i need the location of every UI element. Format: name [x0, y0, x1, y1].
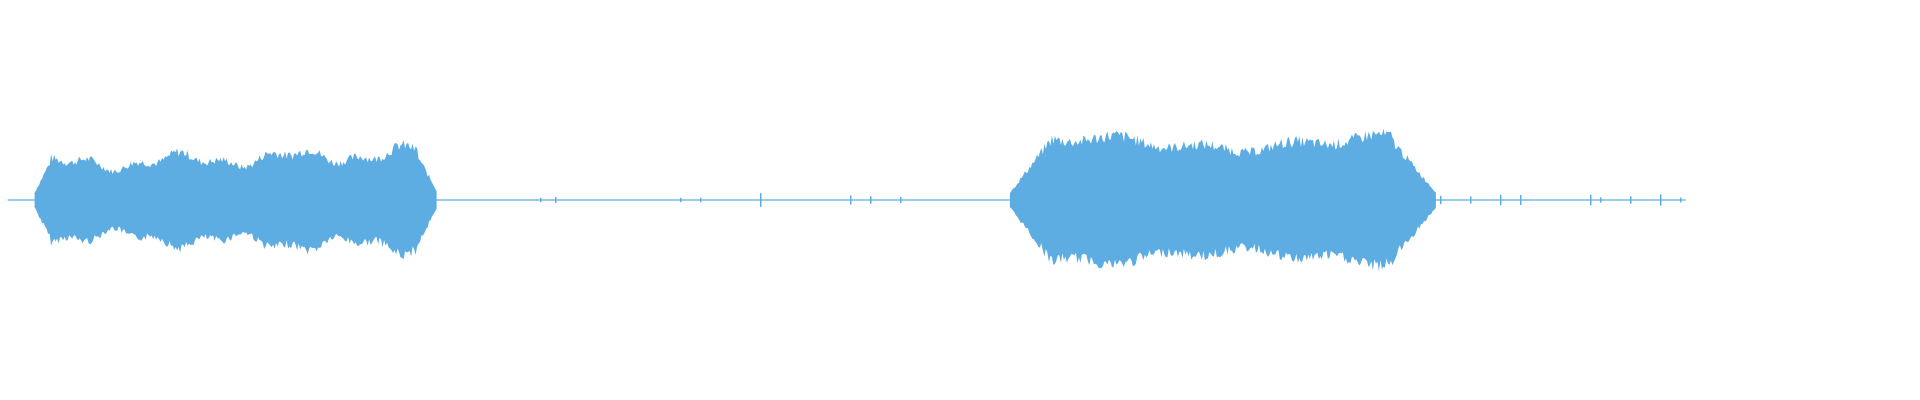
- noise-blip: [680, 197, 682, 203]
- noise-blip: [1630, 196, 1632, 204]
- noise-blip: [850, 195, 852, 205]
- noise-blip: [1590, 194, 1592, 206]
- noise-blip: [1440, 195, 1442, 205]
- waveform-segment-1[interactable]: [34, 140, 437, 260]
- noise-blip: [1500, 194, 1502, 206]
- noise-blip: [540, 197, 542, 203]
- noise-blip: [555, 197, 557, 203]
- noise-blip: [1520, 194, 1522, 206]
- noise-blip: [870, 196, 872, 204]
- noise-blip: [700, 197, 702, 203]
- waveform-segment-2[interactable]: [1009, 128, 1436, 271]
- noise-blip: [1680, 197, 1682, 203]
- noise-blip: [900, 196, 902, 204]
- noise-blip: [1600, 197, 1602, 203]
- noise-blip: [1200, 196, 1202, 204]
- waveform-noise-blips: [540, 193, 1682, 207]
- noise-blip: [1660, 194, 1662, 206]
- noise-blip: [760, 193, 762, 207]
- noise-blip: [1470, 196, 1472, 204]
